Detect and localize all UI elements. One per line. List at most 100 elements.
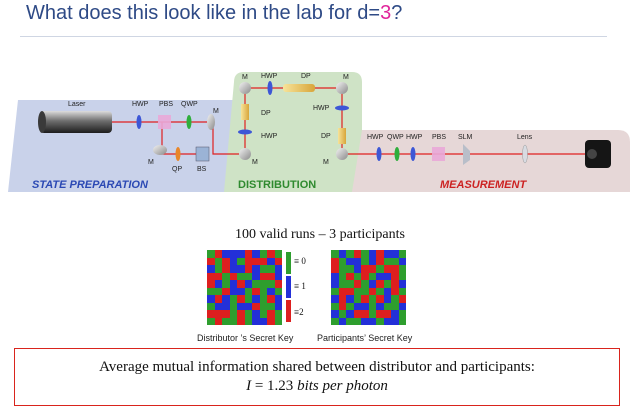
laser-body	[40, 111, 112, 133]
key-cell	[207, 265, 215, 273]
key-cell	[376, 250, 384, 258]
legend-label-2: ≡2	[294, 307, 304, 317]
label-bs: BS	[197, 166, 207, 173]
key-cell	[331, 257, 339, 265]
key-cell	[331, 265, 339, 273]
key-cell	[252, 250, 260, 258]
label-hwp-meas-2: HWP	[406, 134, 423, 141]
key-cell	[398, 295, 406, 303]
key-cell	[331, 250, 339, 258]
key-cell	[368, 250, 376, 258]
key-cell	[338, 280, 346, 288]
key-cell	[207, 295, 215, 303]
key-cell	[391, 280, 399, 288]
detector-body	[585, 140, 611, 168]
key-cell	[361, 257, 369, 265]
dp-dist-top	[283, 84, 315, 92]
qwp-prep	[186, 115, 192, 129]
key-cell	[229, 280, 237, 288]
key-cell	[368, 280, 376, 288]
qp-prep	[175, 147, 181, 161]
key-cell	[346, 272, 354, 280]
key-cell	[259, 272, 267, 280]
slm-meas	[463, 144, 470, 165]
stage-state-preparation: STATE PREPARATION	[32, 179, 149, 191]
key-cell	[229, 295, 237, 303]
key-cell	[368, 287, 376, 295]
mutual-information-formula: I = 1.23 bits per photon	[15, 378, 619, 395]
key-cell	[259, 280, 267, 288]
legend-color-red	[286, 300, 291, 322]
label-hwp-dist-top: HWP	[261, 73, 278, 80]
key-cell	[368, 257, 376, 265]
key-cell	[331, 302, 339, 310]
hwp-dist-right	[335, 105, 349, 111]
key-cell	[383, 280, 391, 288]
key-cell	[229, 257, 237, 265]
label-hwp-meas-1: HWP	[367, 134, 384, 141]
key-cell	[214, 302, 222, 310]
key-cell	[214, 257, 222, 265]
key-cell	[244, 257, 252, 265]
key-cell	[214, 265, 222, 273]
label-m-dist-3: M	[252, 159, 258, 166]
key-cell	[237, 310, 245, 318]
key-cell	[391, 265, 399, 273]
key-cell	[361, 317, 369, 325]
key-cell	[252, 265, 260, 273]
stage-measurement: MEASUREMENT	[440, 179, 527, 191]
key-cell	[214, 317, 222, 325]
key-cell	[398, 257, 406, 265]
label-dp-dist-left: DP	[261, 110, 271, 117]
key-cell	[376, 287, 384, 295]
label-lens: Lens	[517, 134, 533, 141]
key-cell	[361, 302, 369, 310]
title-dimension-value: 3	[380, 2, 392, 24]
legend-label-1: ≡ 1	[294, 281, 306, 291]
hwp-dist-left	[238, 129, 252, 135]
key-cell	[259, 265, 267, 273]
mutual-information-box: Average mutual information shared betwee…	[14, 348, 620, 406]
key-cell	[346, 317, 354, 325]
mirror-dist-4	[336, 148, 348, 160]
label-pbs-prep: PBS	[159, 101, 173, 108]
key-cell	[252, 317, 260, 325]
key-cell	[229, 310, 237, 318]
key-cell	[244, 272, 252, 280]
key-cell	[361, 272, 369, 280]
key-cell	[267, 302, 275, 310]
pbs-prep	[158, 115, 171, 129]
key-cell	[391, 295, 399, 303]
key-cell	[331, 295, 339, 303]
key-cell	[237, 272, 245, 280]
key-cell	[207, 287, 215, 295]
key-cell	[353, 250, 361, 258]
key-cell	[267, 287, 275, 295]
keys-caption: 100 valid runs – 3 participants	[235, 227, 405, 242]
key-cell	[237, 287, 245, 295]
key-cell	[207, 310, 215, 318]
key-cell	[259, 295, 267, 303]
key-cell	[207, 280, 215, 288]
key-cell	[361, 250, 369, 258]
key-cell	[383, 250, 391, 258]
dp-dist-left	[241, 104, 249, 120]
key-cell	[376, 265, 384, 273]
key-cell	[222, 295, 230, 303]
label-dp-dist-right: DP	[321, 133, 331, 140]
key-cell	[274, 295, 282, 303]
key-cell	[274, 272, 282, 280]
distribution-panel	[224, 72, 362, 192]
key-cell	[214, 310, 222, 318]
key-cell	[383, 257, 391, 265]
key-cell	[244, 310, 252, 318]
key-cell	[252, 257, 260, 265]
key-cell	[376, 257, 384, 265]
key-cell	[259, 250, 267, 258]
key-cell	[346, 265, 354, 273]
label-qwp-meas: QWP	[387, 134, 404, 141]
key-cell	[229, 287, 237, 295]
key-cell	[207, 257, 215, 265]
key-cell	[346, 250, 354, 258]
label-m-prep-2: M	[148, 159, 154, 166]
